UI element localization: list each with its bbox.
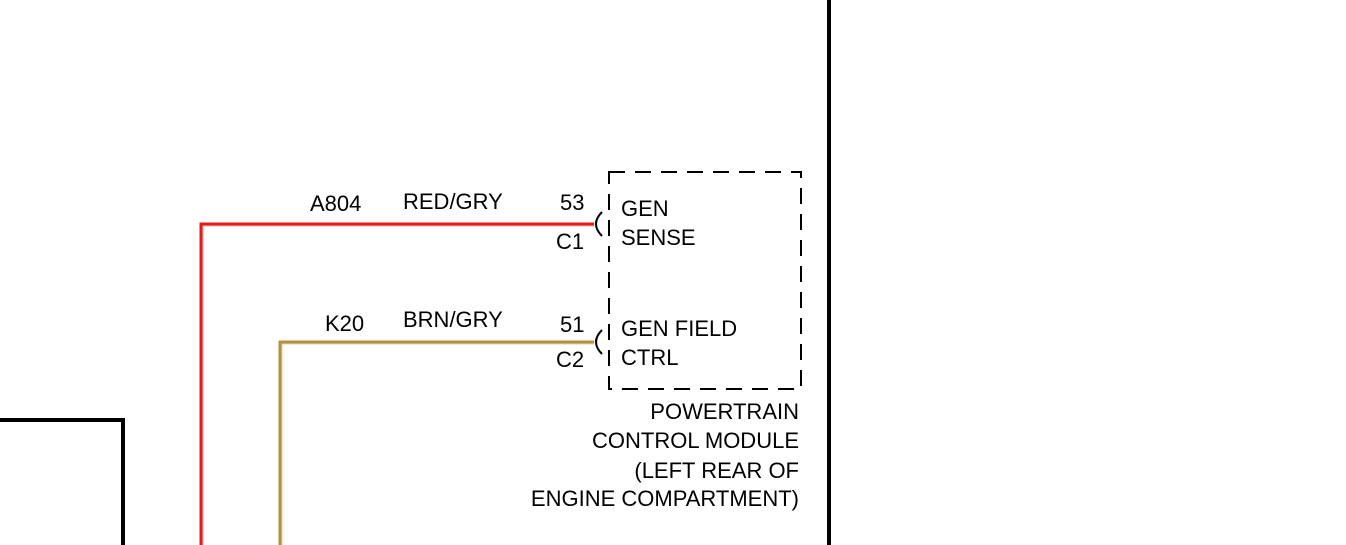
component-box-outline — [0, 418, 125, 545]
pin-label-53: 53 — [560, 190, 584, 215]
wire-a804 — [199, 222, 594, 545]
wire-k20 — [278, 340, 594, 545]
wire-k20-highlight — [281, 343, 594, 545]
module-name-line-3: (LEFT REAR OF — [634, 458, 799, 483]
function-label-gen-field: GEN FIELD — [621, 316, 737, 341]
module-name-line-2: CONTROL MODULE — [592, 428, 799, 453]
connector-pin-c2-symbol — [595, 329, 603, 355]
color-label-brn-gry: BRN/GRY — [403, 307, 503, 332]
circuit-label-k20: K20 — [325, 311, 364, 336]
circuit-label-a804: A804 — [310, 191, 361, 216]
color-label-red-gry: RED/GRY — [403, 189, 503, 214]
connector-pin-c1-symbol — [595, 211, 603, 237]
connector-label-c1: C1 — [556, 229, 584, 254]
function-label-ctrl: CTRL — [621, 345, 678, 370]
module-name-line-4: ENGINE COMPARTMENT) — [531, 486, 799, 511]
module-dashed-outline — [608, 171, 802, 390]
function-label-sense: SENSE — [621, 225, 696, 250]
function-label-gen: GEN — [621, 196, 669, 221]
connector-label-c2: C2 — [556, 347, 584, 372]
pin-label-51: 51 — [560, 312, 584, 337]
module-name-line-1: POWERTRAIN — [650, 399, 799, 424]
wire-a804-highlight — [202, 225, 594, 545]
